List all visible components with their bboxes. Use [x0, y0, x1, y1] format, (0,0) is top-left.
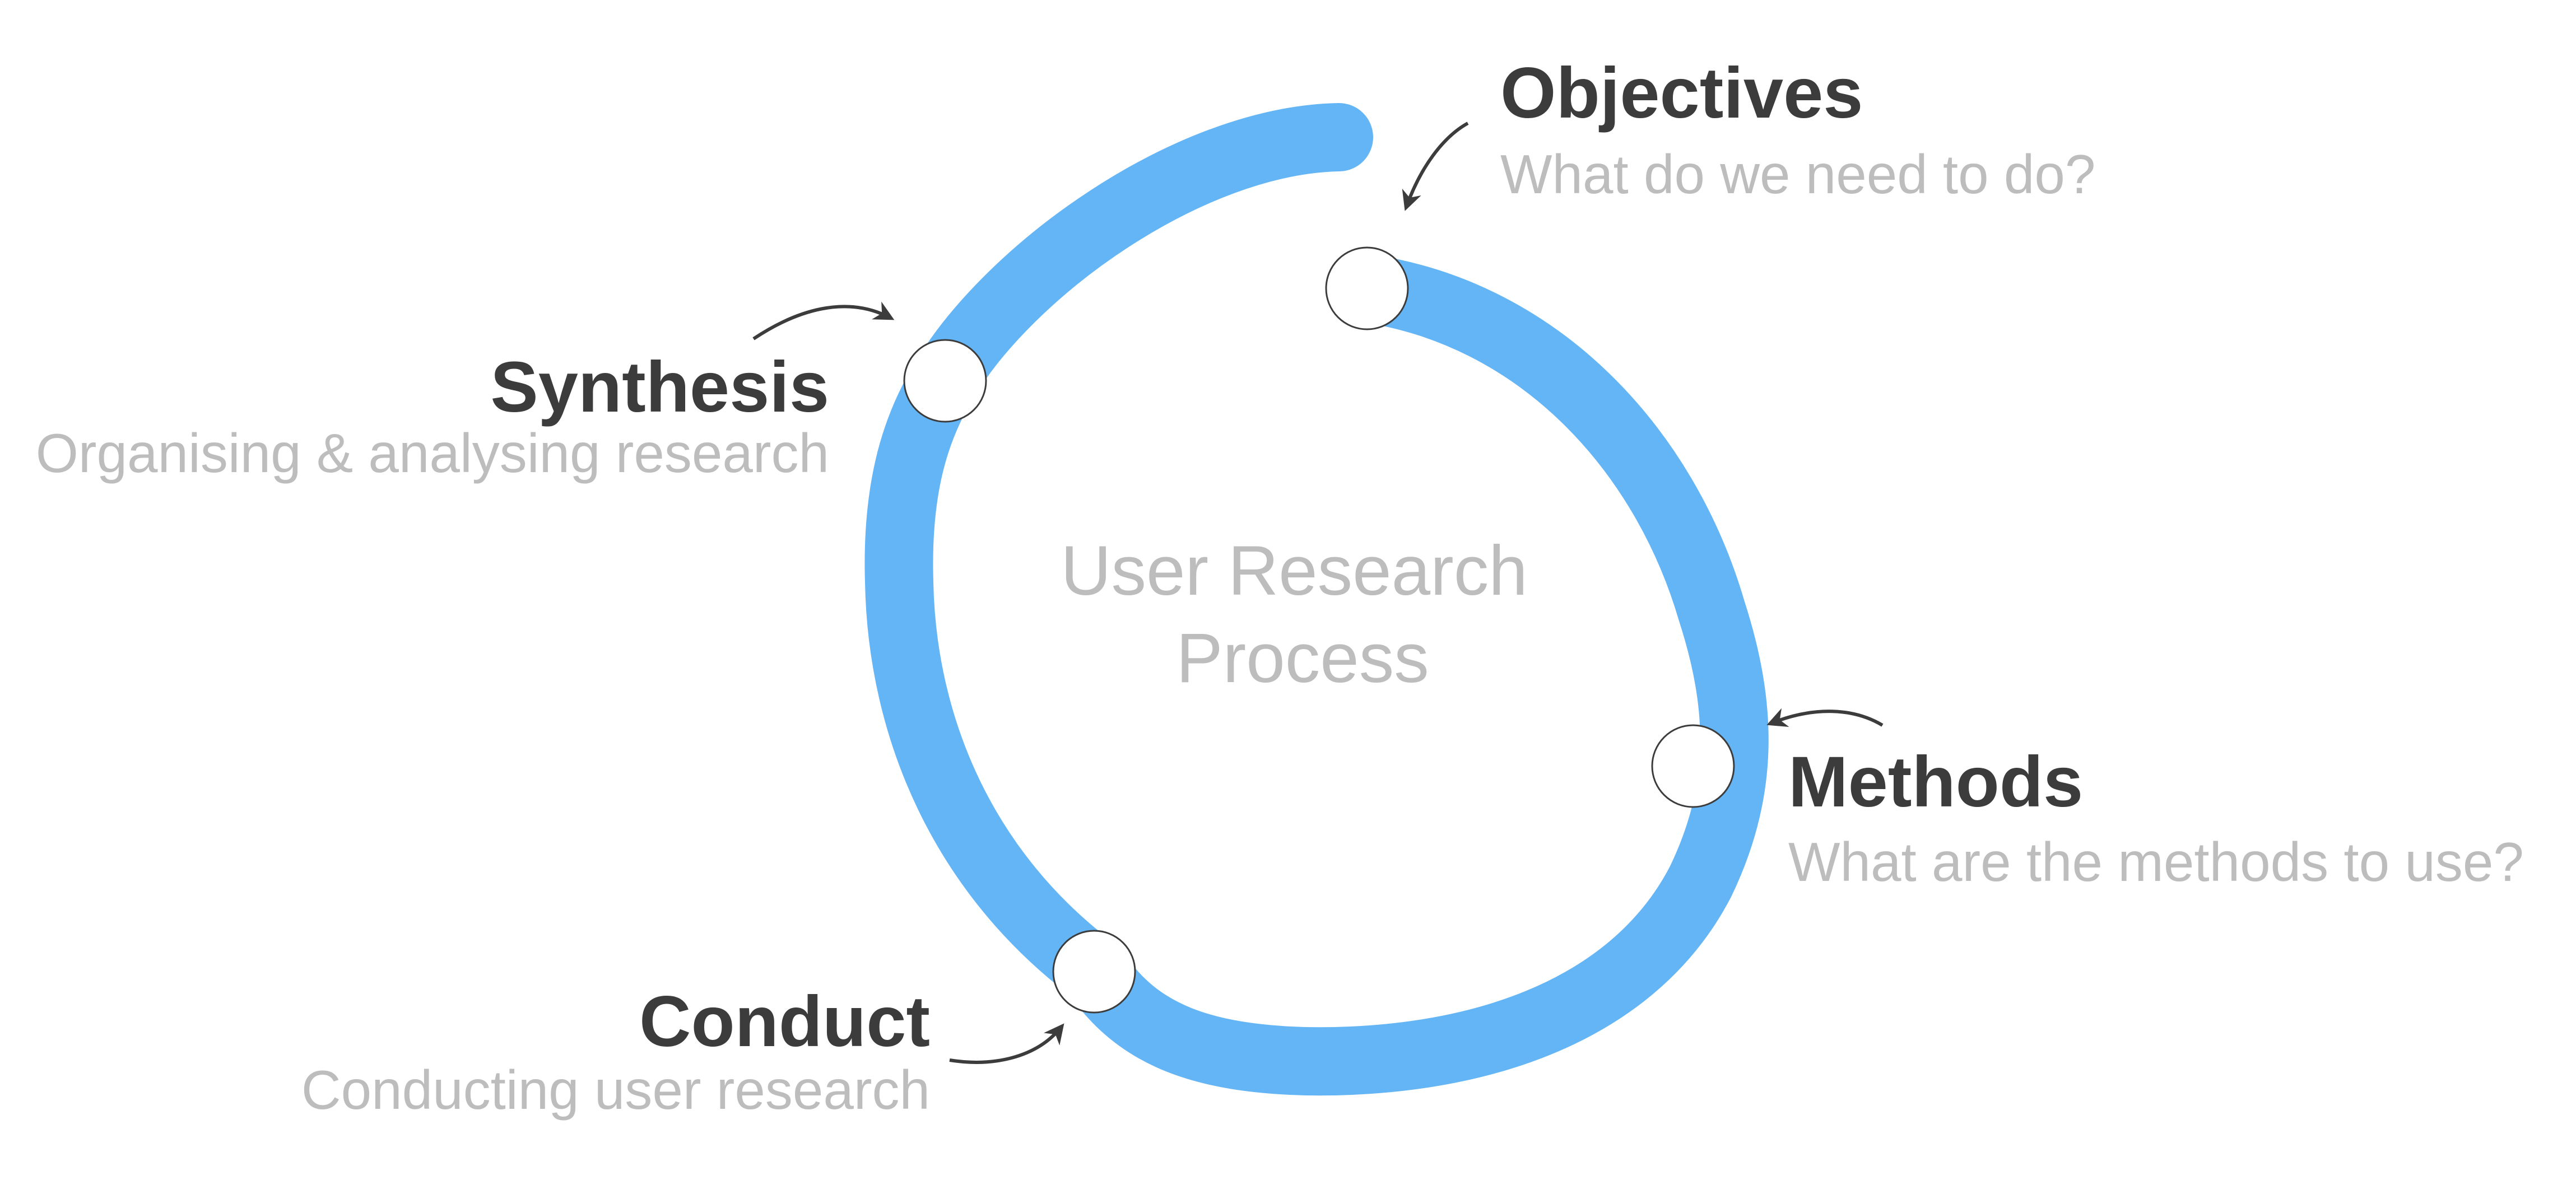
conduct-description: Conducting user research	[301, 1059, 930, 1121]
synthesis-node[interactable]	[903, 339, 987, 423]
center-title-line2: Process	[1176, 619, 1429, 697]
methods-title: Methods	[1788, 742, 2083, 822]
cycle-ring-arc-right	[1066, 254, 1769, 1096]
objectives-node[interactable]	[1325, 246, 1409, 330]
methods-node[interactable]	[1651, 724, 1735, 808]
synthesis-description: Organising & analysing research	[36, 422, 829, 484]
methods-description: What are the methods to use?	[1788, 831, 2524, 893]
objectives-arrow	[1402, 122, 1469, 211]
methods-arrow	[1766, 708, 1884, 727]
conduct-arrow	[949, 1023, 1064, 1064]
objectives-description: What do we need to do?	[1500, 143, 2095, 205]
cycle-ring-arc-left	[864, 103, 1373, 1006]
conduct-title: Conduct	[639, 982, 930, 1062]
objectives-title: Objectives	[1500, 53, 1863, 133]
synthesis-title: Synthesis	[490, 347, 829, 427]
center-title-line1: User Research	[1061, 532, 1528, 610]
conduct-node[interactable]	[1052, 930, 1136, 1014]
synthesis-arrow	[752, 301, 895, 340]
